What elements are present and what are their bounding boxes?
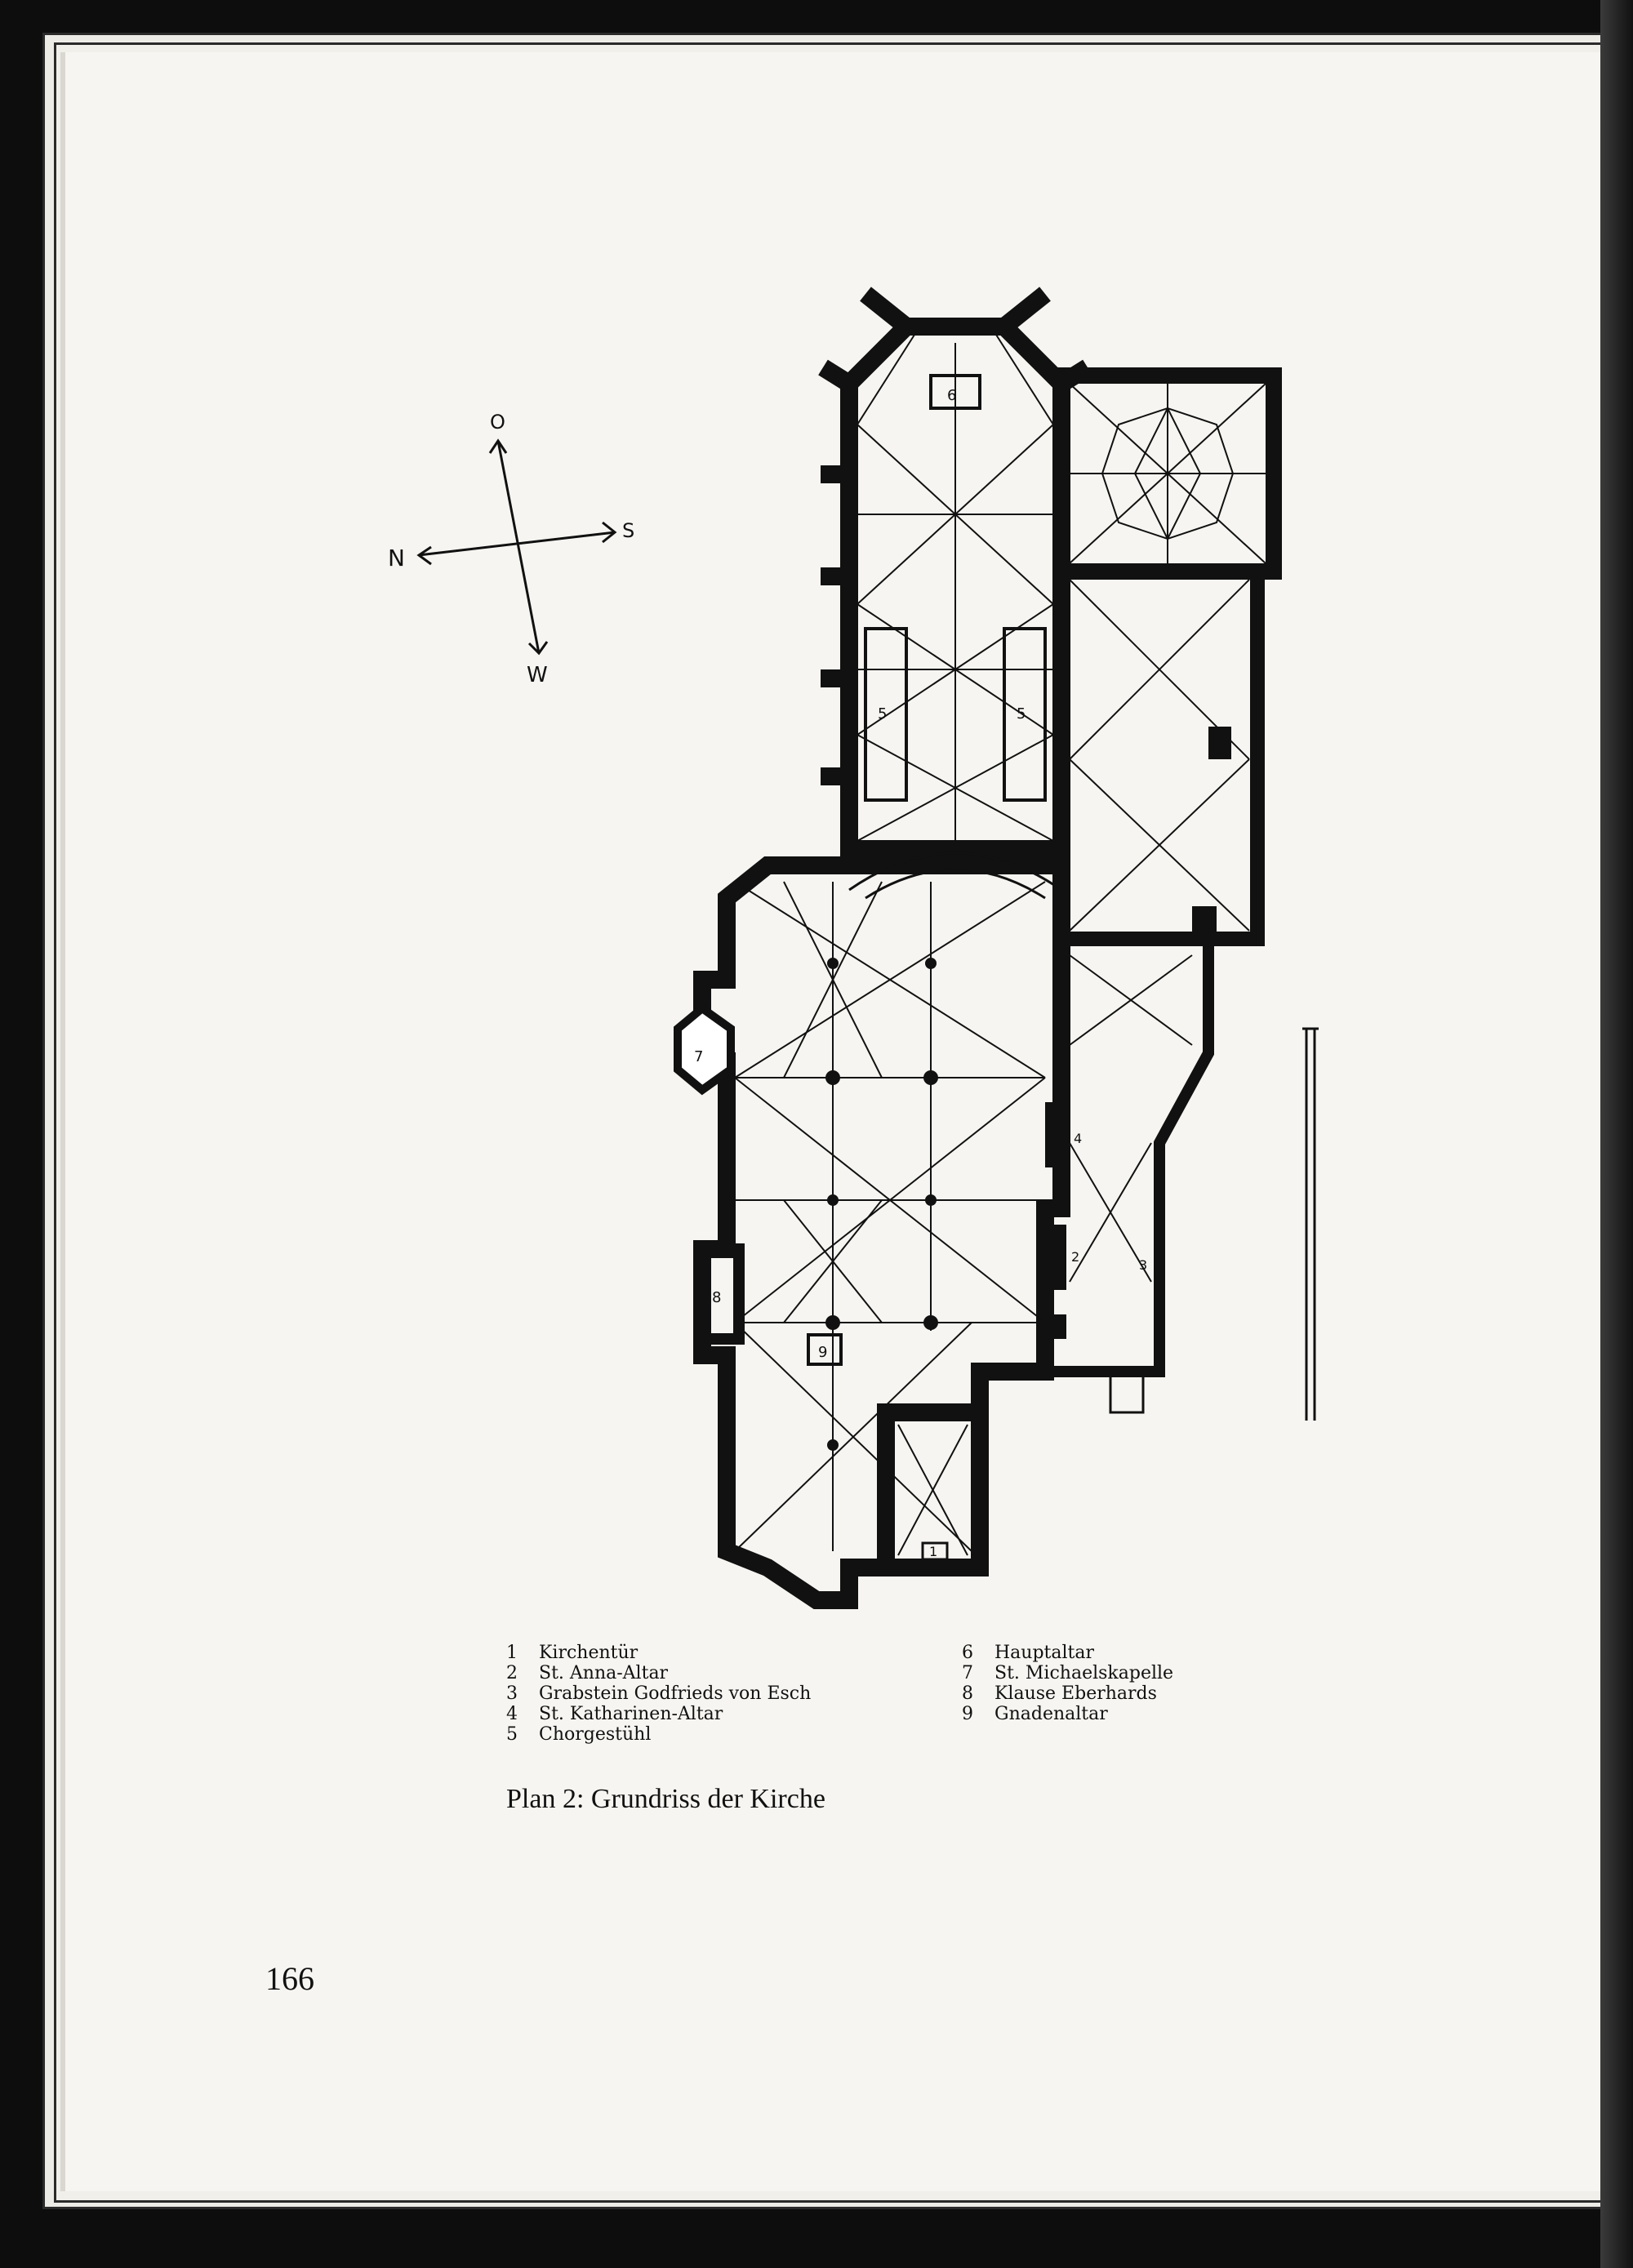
legend-number: 8 — [962, 1683, 973, 1704]
legend-label: Klause Eberhards — [994, 1683, 1157, 1704]
plan-label-5b: 5 — [1017, 705, 1026, 723]
page-number: 166 — [265, 1960, 314, 1997]
compass-west-label: W — [527, 663, 548, 687]
legend-number: 5 — [506, 1724, 518, 1745]
legend-item: 6 Hauptaltar — [962, 1643, 1173, 1663]
legend-number: 1 — [506, 1643, 518, 1663]
legend-label: Kirchentür — [539, 1643, 639, 1663]
legend-item: 2 St. Anna-Altar — [506, 1663, 811, 1683]
plan-label-6: 6 — [947, 387, 956, 404]
book-binding-edge — [1600, 0, 1633, 2268]
plan-label-4: 4 — [1074, 1131, 1082, 1146]
legend-item: 8 Klause Eberhards — [962, 1683, 1173, 1704]
legend-label: St. Katharinen-Altar — [539, 1704, 723, 1724]
plan-legend-left: 1 Kirchentür 2 St. Anna-Altar 3 Grabstein G… — [506, 1643, 811, 1745]
compass-north-label: N — [388, 545, 405, 571]
legend-number: 3 — [506, 1683, 518, 1704]
legend-item: 1 Kirchentür — [506, 1643, 811, 1663]
legend-item: 4 St. Katharinen-Altar — [506, 1704, 811, 1724]
legend-label: Grabstein Godfrieds von Esch — [539, 1683, 812, 1704]
compass-south-label: S — [622, 519, 634, 542]
legend-item: 3 Grabstein Godfrieds von Esch — [506, 1683, 811, 1704]
figure-caption: Plan 2: Grundriss der Kirche — [506, 1784, 825, 1814]
compass-east-label: O — [490, 411, 505, 434]
legend-label: Hauptaltar — [994, 1643, 1095, 1663]
legend-number: 9 — [962, 1704, 973, 1724]
legend-item: 7 St. Michaelskapelle — [962, 1663, 1173, 1683]
choir — [818, 287, 1092, 858]
book-page — [65, 52, 1609, 2191]
church-floor-plan: O N S W 6 5 — [388, 287, 1319, 1609]
side-building — [1054, 564, 1265, 946]
legend-label: St. Anna-Altar — [539, 1663, 669, 1683]
plan-label-2: 2 — [1071, 1249, 1079, 1265]
legend-number: 4 — [506, 1704, 518, 1724]
plan-label-5a: 5 — [878, 705, 887, 723]
legend-item: 5 Chorgestühl — [506, 1724, 811, 1745]
legend-number: 7 — [962, 1663, 973, 1683]
legend-number: 2 — [506, 1663, 518, 1683]
legend-label: Chorgestühl — [539, 1724, 652, 1745]
legend-label: St. Michaelskapelle — [994, 1663, 1174, 1683]
legend-number: 6 — [962, 1643, 973, 1663]
plan-label-1: 1 — [929, 1544, 937, 1559]
plan-label-9: 9 — [818, 1344, 827, 1361]
south-annex — [1045, 933, 1214, 1414]
klause — [696, 1243, 745, 1345]
star-vault-chapel — [1053, 367, 1282, 580]
plan-label-3: 3 — [1139, 1257, 1147, 1273]
legend-item: 9 Gnadenaltar — [962, 1704, 1173, 1724]
compass-rose — [416, 438, 617, 656]
plan-label-7: 7 — [694, 1048, 703, 1065]
michael-chapel — [674, 1003, 735, 1096]
gnadenaltar-mark — [807, 1333, 843, 1366]
scale-bar — [1302, 1027, 1319, 1421]
plan-legend-right: 6 Hauptaltar 7 St. Michaelskapelle 8 Klause… — [962, 1643, 1173, 1724]
legend-label: Gnadenaltar — [994, 1704, 1108, 1724]
tower — [877, 1403, 989, 1576]
plan-label-8: 8 — [712, 1289, 721, 1306]
